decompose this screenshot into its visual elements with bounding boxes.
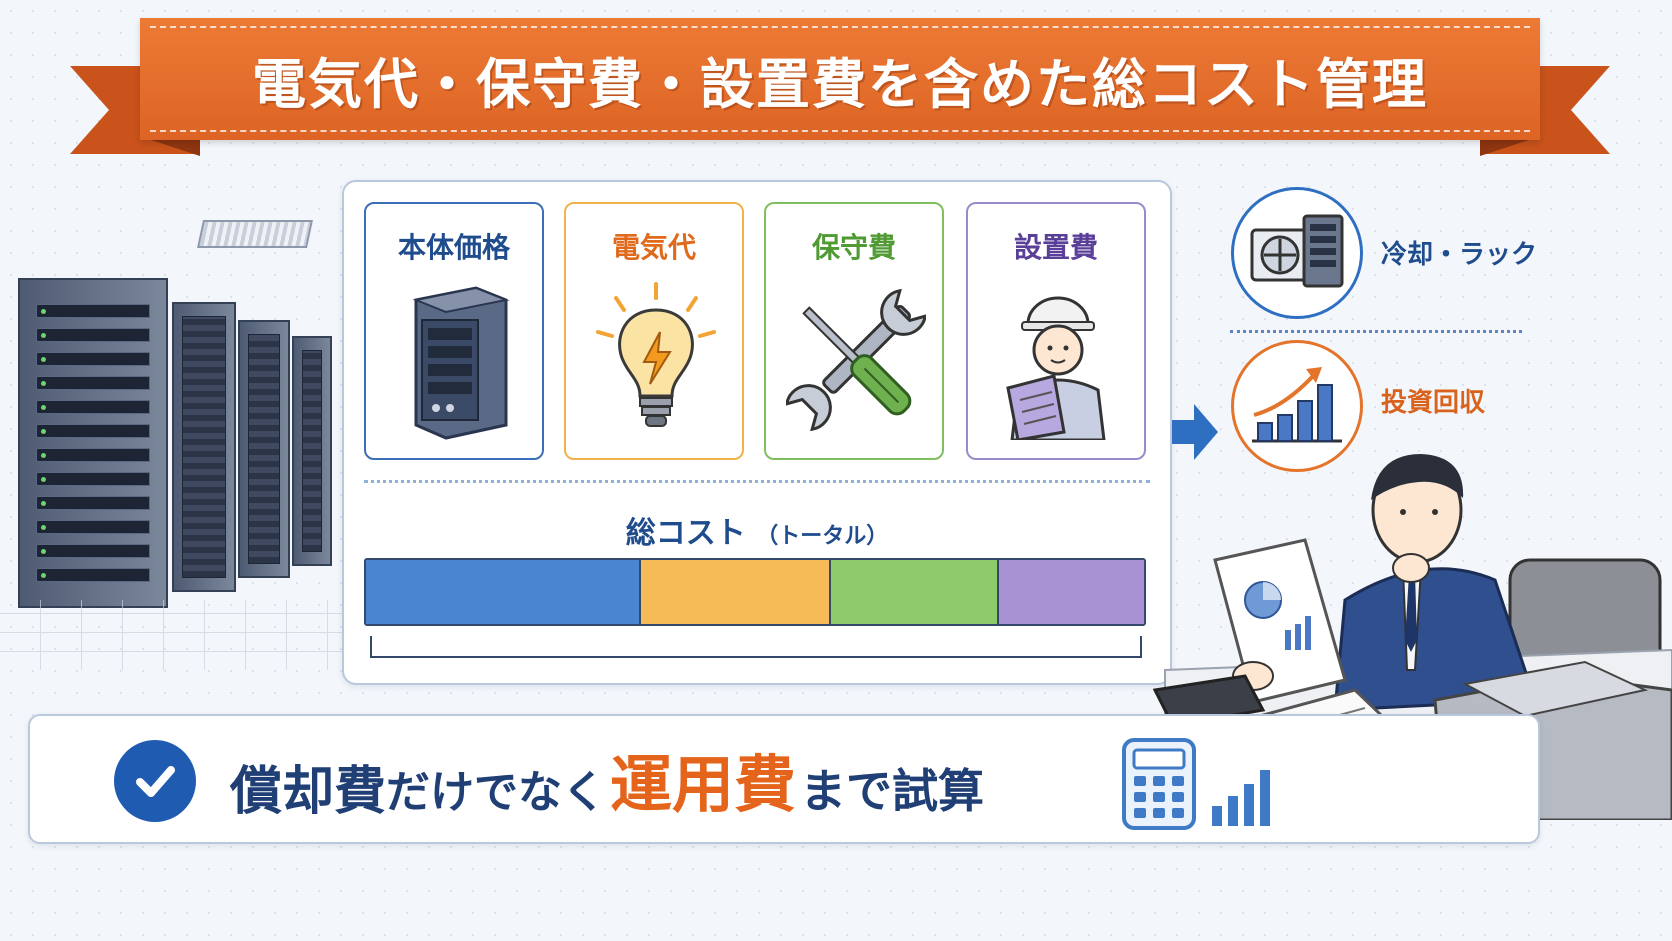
total-cost-label: 総コスト (625, 516, 746, 551)
total-cost-sub: （トータル） (756, 524, 889, 549)
bottom-message-box: 償却費 だけでなく 運用費 まで試算 (28, 714, 1540, 844)
card-label: 保守費 (811, 231, 896, 264)
panel-divider (364, 480, 1150, 483)
card-electricity: 電気代 (564, 202, 744, 460)
calculator-chart-icon (1122, 738, 1270, 830)
card-installation: 設置費 (966, 202, 1146, 460)
cost-segment-3 (831, 560, 999, 624)
bottom-part3: まで試算 (800, 764, 985, 818)
card-hardware-price: 本体価格 (364, 202, 544, 460)
checkmark-icon (136, 766, 175, 797)
arrow-right-icon (1172, 404, 1218, 460)
server-rack-icon (292, 336, 332, 566)
bottom-message: 償却費 だけでなく 運用費 まで試算 (230, 738, 984, 824)
cooling-rack-icon (1250, 214, 1344, 288)
bottom-highlight: 運用費 (610, 748, 797, 821)
title-banner: 電気代・保守費・設置費を含めた総コスト管理 (70, 18, 1610, 168)
lightbulb-icon (596, 282, 716, 427)
card-label: 電気代 (611, 231, 696, 264)
server-rack-icon (238, 320, 290, 578)
card-label: 設置費 (1013, 231, 1098, 264)
server-tower-icon (412, 286, 510, 440)
page-title: 電気代・保守費・設置費を含めた総コスト管理 (252, 52, 1428, 116)
bottom-part2: だけでなく (386, 767, 607, 818)
check-circle-icon (114, 740, 196, 822)
total-bracket (370, 636, 1142, 658)
ceiling-vent-icon (197, 220, 313, 248)
cost-segment-2 (640, 560, 832, 624)
side-label-cooling: 冷却・ラック (1381, 240, 1538, 270)
cost-segment-1 (366, 560, 641, 624)
worker-clipboard-icon (1006, 296, 1106, 440)
cost-breakdown-panel: 本体価格 電気代 (342, 180, 1172, 685)
cooling-rack-circle (1231, 187, 1363, 319)
side-label-roi: 投資回収 (1381, 388, 1486, 418)
bottom-part1: 償却費 (230, 762, 387, 822)
side-divider (1230, 330, 1522, 333)
server-rack-icon (18, 278, 168, 608)
card-label: 本体価格 (397, 231, 510, 264)
server-rack-icon (172, 302, 236, 592)
server-room-illustration (0, 190, 345, 670)
card-maintenance: 保守費 (764, 202, 944, 460)
total-cost-bar (364, 558, 1146, 626)
growth-chart-icon (1252, 367, 1342, 443)
wrench-screwdriver-icon (786, 288, 926, 432)
cost-segment-4 (998, 560, 1144, 624)
investment-return-circle (1231, 340, 1363, 472)
banner-main: 電気代・保守費・設置費を含めた総コスト管理 (140, 18, 1540, 140)
total-cost-title: 総コスト （トータル） (344, 508, 1170, 552)
floor-grid (0, 600, 345, 670)
